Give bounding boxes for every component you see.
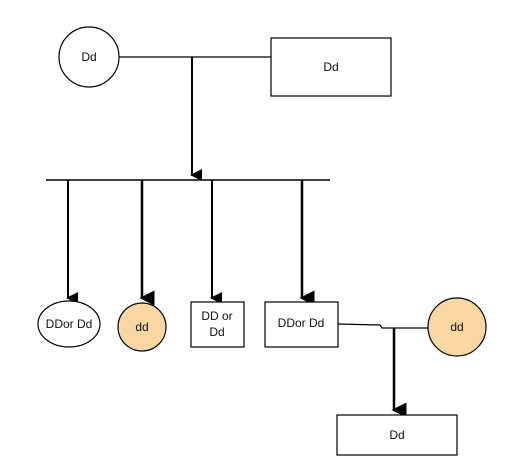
gen2-child3: DD or Dd bbox=[190, 301, 245, 348]
gen2-child2: dd bbox=[117, 302, 167, 352]
gen2-child3-label-line1: DD or bbox=[201, 309, 232, 323]
gen2-child2-label: dd bbox=[135, 320, 148, 334]
gen2-child3-label-line2: Dd bbox=[209, 325, 224, 339]
gen2-child4-label: DDor Dd bbox=[278, 316, 325, 330]
gen1-male-label: Dd bbox=[323, 60, 338, 74]
gen2-spouse: dd bbox=[427, 297, 487, 357]
gen2-child4: DDor Dd bbox=[264, 301, 339, 348]
gen1-male: Dd bbox=[270, 37, 392, 97]
gen2-child1: DDor Dd bbox=[37, 300, 101, 348]
gen3-child: Dd bbox=[336, 414, 458, 456]
gen1-female-label: Dd bbox=[81, 50, 96, 64]
gen2-spouse-label: dd bbox=[450, 320, 463, 334]
gen3-child-label: Dd bbox=[389, 428, 404, 442]
marriage-line-gen2 bbox=[337, 323, 428, 329]
gen1-female: Dd bbox=[58, 26, 120, 88]
gen2-child1-label: DDor Dd bbox=[46, 317, 93, 331]
